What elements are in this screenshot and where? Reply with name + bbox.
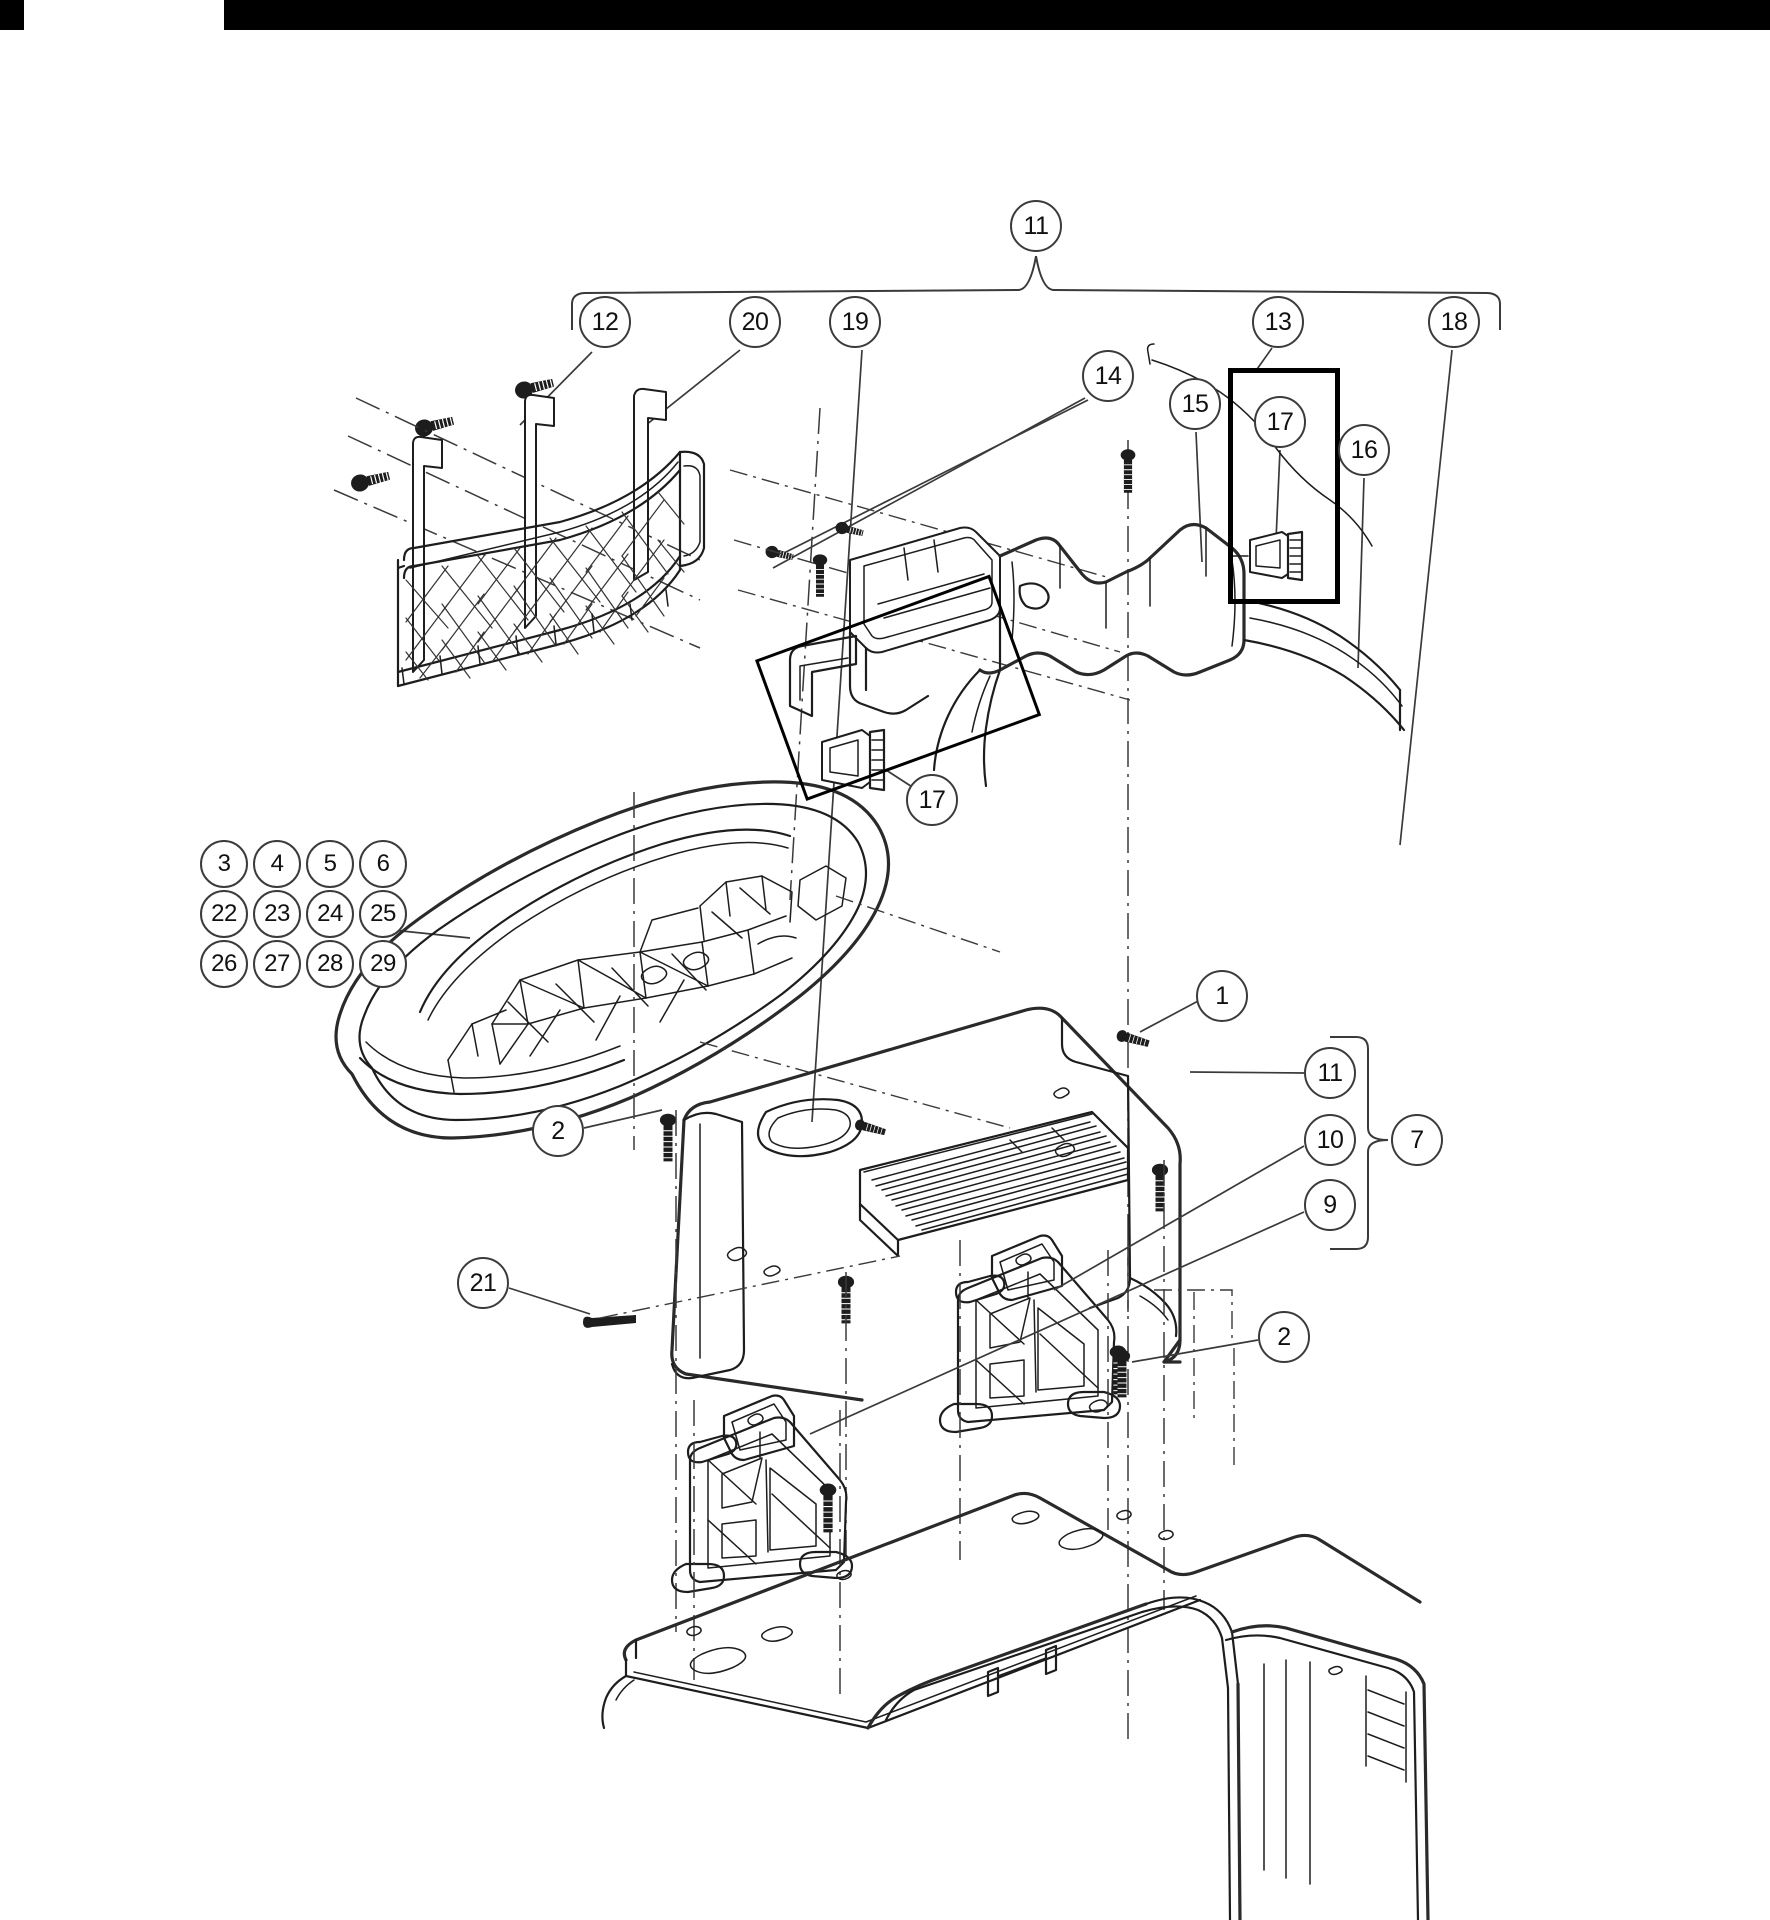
grid-bubble-29[interactable]: 29 bbox=[359, 940, 407, 988]
callout-17-right[interactable]: 17 bbox=[1254, 396, 1306, 448]
callout-15[interactable]: 15 bbox=[1169, 378, 1221, 430]
callout-1[interactable]: 1 bbox=[1196, 970, 1248, 1022]
detail-box-right-clip bbox=[1228, 368, 1340, 604]
callout-20[interactable]: 20 bbox=[729, 296, 781, 348]
grid-bubble-5[interactable]: 5 bbox=[306, 840, 354, 888]
leader-lines-top bbox=[519, 347, 1453, 1123]
grid-bubble-25[interactable]: 25 bbox=[359, 890, 407, 938]
grid-bubble-3[interactable]: 3 bbox=[200, 840, 248, 888]
grid-bubble-22[interactable]: 22 bbox=[200, 890, 248, 938]
grid-bubble-4[interactable]: 4 bbox=[253, 840, 301, 888]
grid-bubble-23[interactable]: 23 bbox=[253, 890, 301, 938]
callout-10[interactable]: 10 bbox=[1304, 1114, 1356, 1166]
grid-bubble-28[interactable]: 28 bbox=[306, 940, 354, 988]
bolt-callout-1 bbox=[1114, 1028, 1151, 1050]
callout-7[interactable]: 7 bbox=[1391, 1114, 1443, 1166]
callout-19[interactable]: 19 bbox=[829, 296, 881, 348]
top-bar-left-block bbox=[0, 0, 24, 30]
callout-18[interactable]: 18 bbox=[1428, 296, 1480, 348]
storage-net-assembly bbox=[333, 373, 706, 688]
grid-bubble-6[interactable]: 6 bbox=[359, 840, 407, 888]
callout-21[interactable]: 21 bbox=[457, 1257, 509, 1309]
group-bracket-11-top bbox=[571, 255, 1501, 330]
grid-bubble-26[interactable]: 26 bbox=[200, 940, 248, 988]
armrest-console-assembly bbox=[729, 343, 1406, 1312]
callout-14[interactable]: 14 bbox=[1082, 350, 1134, 402]
callout-12[interactable]: 12 bbox=[579, 296, 631, 348]
callout-2-left[interactable]: 2 bbox=[532, 1105, 584, 1157]
callout-2-right[interactable]: 2 bbox=[1258, 1311, 1310, 1363]
seat-cushion-assembly bbox=[334, 780, 1011, 1150]
floor-platform bbox=[601, 1491, 1430, 1920]
grid-bubble-27[interactable]: 27 bbox=[253, 940, 301, 988]
seat-mount-bracket-right bbox=[938, 1234, 1127, 1560]
group-bracket-7-right bbox=[1330, 1036, 1389, 1250]
callout-9[interactable]: 9 bbox=[1304, 1179, 1356, 1231]
seat-back-panel bbox=[583, 1006, 1182, 1740]
clip-detail-left bbox=[821, 728, 921, 793]
top-bar-right-block bbox=[224, 0, 1770, 30]
callout-17-left[interactable]: 17 bbox=[906, 774, 958, 826]
callout-11-top[interactable]: 11 bbox=[1010, 200, 1062, 252]
clip-detail-right bbox=[1231, 530, 1304, 582]
callout-16[interactable]: 16 bbox=[1338, 424, 1390, 476]
callout-13[interactable]: 13 bbox=[1252, 296, 1304, 348]
seat-mount-bracket-left bbox=[670, 1394, 854, 1700]
bracket-guide-lines bbox=[1154, 1289, 1235, 1470]
callout-11-right[interactable]: 11 bbox=[1304, 1047, 1356, 1099]
grid-bubble-24[interactable]: 24 bbox=[306, 890, 354, 938]
leader-lines-lower bbox=[508, 999, 1305, 1435]
